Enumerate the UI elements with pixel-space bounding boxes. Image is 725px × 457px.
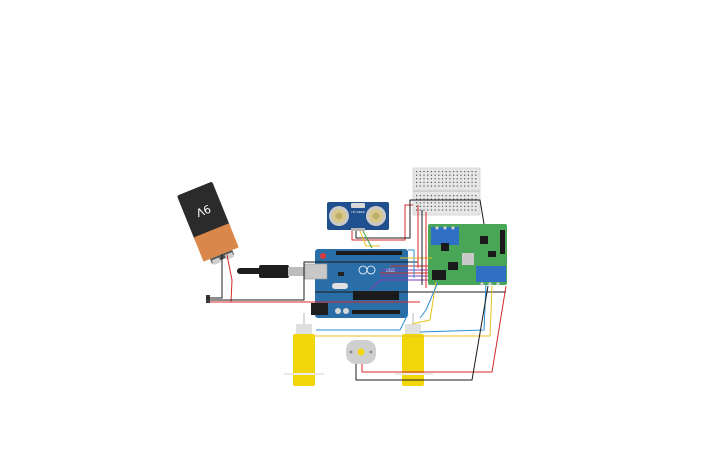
ultrasonic-label: HC-SR04 [351,210,364,214]
hobby-motor[interactable] [346,340,376,364]
battery-connector [206,295,210,303]
ultrasonic-sensor[interactable]: HC-SR04 [327,202,389,231]
dc-motor-right[interactable] [395,313,433,386]
dc-motor-left[interactable] [284,313,324,386]
breadboard-holes [416,171,477,211]
battery-label: 9V [194,202,213,220]
breadboard[interactable] [412,167,481,216]
usb-cable [237,265,306,278]
arduino-uno[interactable]: UNO [304,249,408,318]
wires [206,199,507,381]
motor-driver[interactable] [428,224,507,286]
battery-9v[interactable]: 9V [177,182,241,269]
